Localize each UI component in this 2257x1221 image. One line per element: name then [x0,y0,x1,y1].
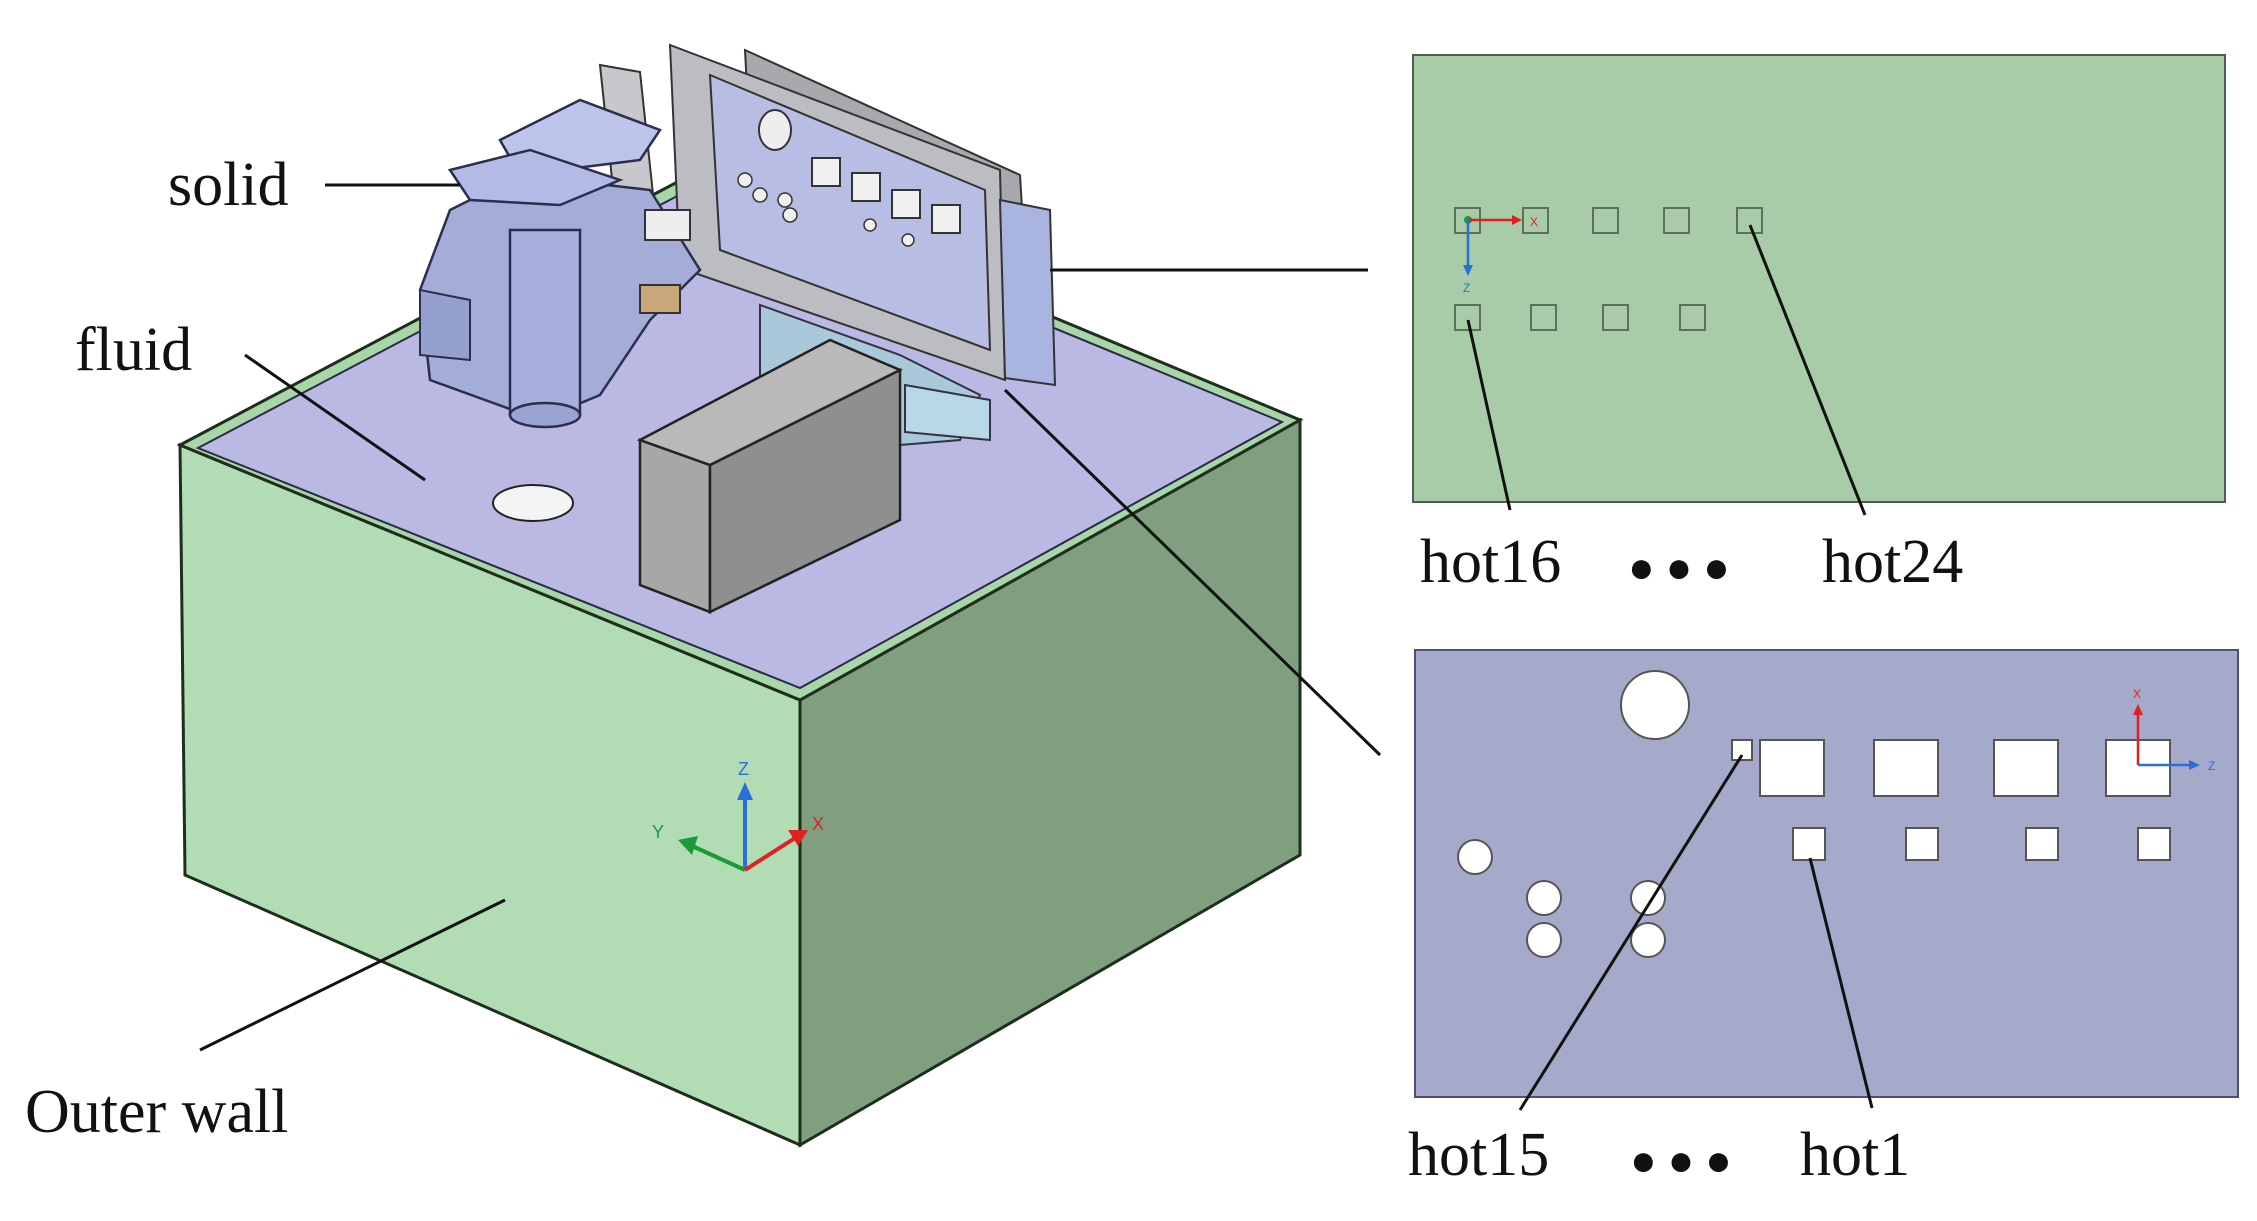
hot-source-square [1592,207,1619,234]
solid-rail-tab [904,383,991,442]
label-outer-wall: Outer wall [25,1078,288,1146]
pcb-component [851,172,881,202]
leader-hot16 [1466,319,1512,511]
pcb-pad [737,172,753,188]
solid-bracket-leg [419,288,471,362]
leader-hot1 [1808,857,1874,1109]
leader-bottom-panel [1003,388,1382,757]
relay-box [636,338,903,614]
pcb-board-edge [998,198,1057,387]
leader-hot15 [1518,754,1744,1111]
bottom-panel-surface [1414,649,2239,1098]
label-fluid: fluid [75,316,192,384]
top-panel-surface [1412,54,2226,503]
relay-box-front [638,438,712,614]
mount-hole [1526,880,1562,916]
leader-fluid [244,353,426,482]
pcb-pad [901,233,915,247]
axis-x-label: X [812,814,824,834]
axis-x-arrowhead [788,830,808,846]
top-heat-source-panel: X Z [1412,54,2226,503]
pcb-pad [777,192,793,208]
solid-bracket-arm [447,148,624,207]
local-axis-x-arrowhead [1512,215,1522,225]
hot-source-large [1759,739,1825,797]
axis-y-arrow [689,843,746,872]
pcb-component [891,189,921,219]
label-hot16: hot16 [1420,528,1561,596]
hot-source-square [1522,207,1549,234]
leader-hot24 [1748,224,1867,516]
solid-brown-block [639,284,681,314]
bottom-heat-source-panel: X Z [1414,649,2239,1098]
hot-source-large [1873,739,1939,797]
hot-source-square [1602,304,1629,331]
local-axis-x-label: X [2133,687,2141,701]
pcb-pad [863,218,877,232]
hot-source-square [1454,304,1481,331]
mount-hole [1620,670,1690,740]
pcb-component [811,157,841,187]
leader-lines [199,183,1874,1111]
axis-x-arrow [743,836,797,872]
solid-cylinder-body [508,228,582,417]
outer-wall-box [176,168,1304,1148]
solid-small-block [644,209,691,241]
hot-source-small [2137,827,2171,861]
hot-source-square [1679,304,1706,331]
hot-source-square [1663,207,1690,234]
label-hot1: hot1 [1800,1121,1910,1189]
hot-source-small [2025,827,2059,861]
hot-source-square [1530,304,1557,331]
label-hot15: hot15 [1408,1121,1549,1189]
hot-source-small [1905,827,1939,861]
pcb-pad [752,187,768,203]
pcb-capacitor [758,109,792,151]
fluid-vent-hole [492,484,574,522]
label-hot24: hot24 [1822,528,1963,596]
axis-triad-3d: Z Y X [652,759,824,872]
local-axis-z-arrowhead [1463,265,1473,276]
axis-z-label: Z [738,759,749,779]
local-axis-z-arrowhead [2189,760,2200,770]
mount-hole [1457,839,1493,875]
local-axis-x-label: X [1530,215,1538,229]
pcb-component [931,204,961,234]
mount-hole [1526,922,1562,958]
solid-cylinder-base [508,401,582,429]
hot-source-small [1731,739,1753,761]
pcb-pad [782,207,798,223]
hot-source-small [1792,827,1826,861]
label-solid: solid [168,151,289,219]
hot-source-square [1736,207,1763,234]
relay-box-top [636,338,903,467]
axis-y-arrowhead [678,836,698,855]
local-axis-x-arrowhead [2133,704,2143,715]
leader-outer-wall [199,898,506,1052]
hot-source-large [1993,739,2059,797]
label-top-ellipsis: ● ● ● [1628,543,1730,592]
local-axis-z-label: Z [1463,281,1470,295]
axis-z-arrowhead [737,782,753,800]
mount-hole [1630,922,1666,958]
label-bottom-ellipsis: ● ● ● [1630,1136,1732,1185]
local-axis-z-label: Z [2208,759,2215,773]
axis-y-label: Y [652,822,664,842]
